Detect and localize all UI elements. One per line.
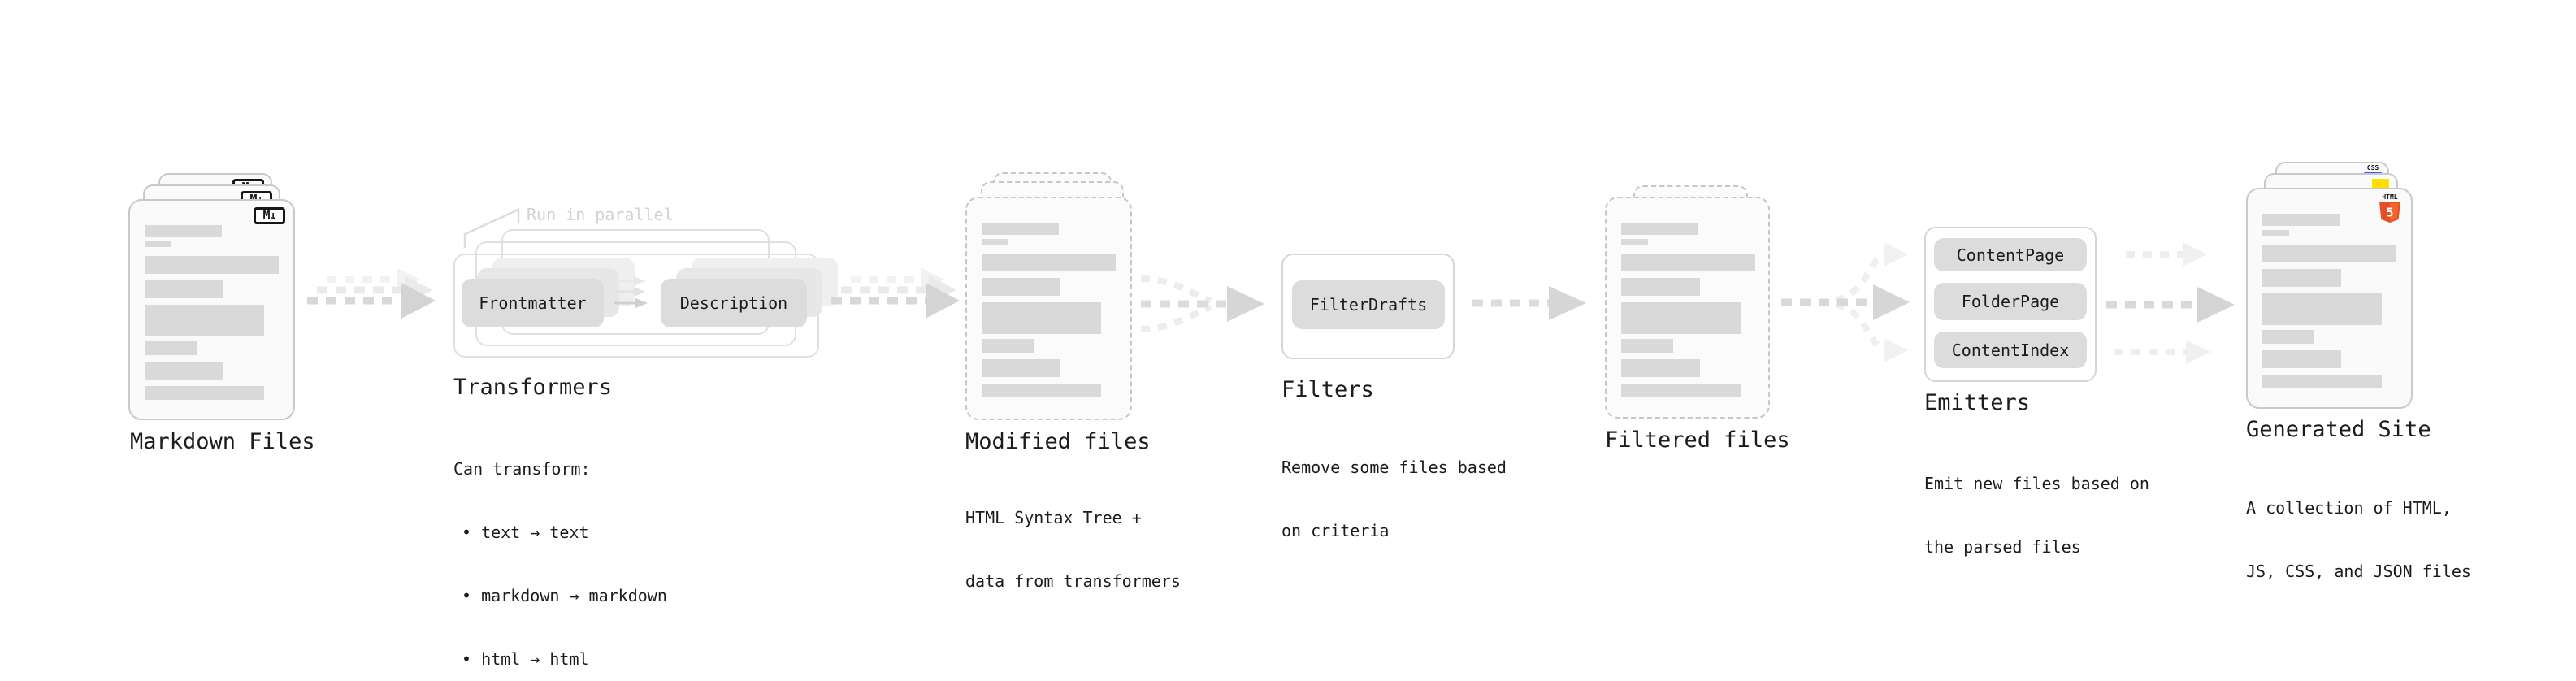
document-skeleton-bars	[1621, 198, 1755, 397]
flow-arrow-markdown-to-transformers	[307, 268, 436, 319]
svg-text:5: 5	[2386, 206, 2393, 220]
transformer-box-frontmatter: Frontmatter	[462, 279, 604, 327]
stage-title-emitters: Emitters	[1924, 390, 2031, 415]
stage-title-filters: Filters	[1281, 377, 1374, 402]
transformer-mini-arrows	[614, 276, 648, 308]
stage-title-transformers: Transformers	[453, 375, 613, 400]
html5-icon-label: HTML	[2382, 193, 2398, 201]
markdown-icon: M↓	[254, 207, 285, 224]
modified-file-card-front	[965, 197, 1132, 420]
transformer-box-description: Description	[661, 279, 807, 327]
transformers-description: Can transform: • text → text • markdown …	[453, 416, 667, 681]
filters-description: Remove some files based on criteria	[1281, 414, 1507, 583]
subtitle-line: Remove some files based	[1281, 458, 1507, 477]
transform-rule: • html → html	[462, 649, 589, 669]
css-icon-label: CSS	[2366, 164, 2379, 171]
emitter-box-contentindex: ContentIndex	[1934, 332, 2087, 368]
document-skeleton-bars	[145, 201, 279, 400]
flow-arrows-emitters-to-site	[2106, 242, 2235, 364]
filtered-file-card-front	[1605, 197, 1770, 419]
document-skeleton-bars	[982, 198, 1116, 397]
subtitle-line: A collection of HTML,	[2246, 498, 2452, 518]
stage-title-filtered-files: Filtered files	[1605, 427, 1790, 453]
document-skeleton-bars	[2262, 189, 2396, 388]
run-in-parallel-note: Run in parallel	[527, 205, 674, 224]
subtitle-line: JS, CSS, and JSON files	[2246, 562, 2471, 581]
transform-rule: • markdown → markdown	[462, 586, 667, 605]
stage-title-markdown-files: Markdown Files	[130, 429, 315, 454]
subtitle-line: HTML Syntax Tree +	[965, 508, 1142, 527]
markdown-file-card-front: M↓	[128, 199, 295, 420]
generated-site-description: A collection of HTML, JS, CSS, and JSON …	[2246, 455, 2471, 624]
modified-files-description: HTML Syntax Tree + data from transformer…	[965, 465, 1181, 634]
js-icon	[2372, 179, 2389, 188]
emitter-box-contentpage: ContentPage	[1934, 238, 2087, 271]
subtitle-line: on criteria	[1281, 521, 1390, 540]
flow-arrow-modified-to-filters-merge	[1140, 275, 1264, 332]
emitter-box-folderpage: FolderPage	[1934, 283, 2087, 320]
site-file-card-html: HTML 5	[2246, 188, 2413, 409]
html5-icon: HTML 5	[2378, 194, 2402, 227]
subtitle-line: the parsed files	[1924, 537, 2081, 557]
stage-title-generated-site: Generated Site	[2246, 417, 2431, 442]
flow-arrow-filters-to-filtered	[1472, 286, 1586, 320]
filter-box-filterdrafts: FilterDrafts	[1292, 280, 1445, 329]
transformers-intro: Can transform:	[453, 459, 591, 479]
transform-rule: • text → text	[462, 523, 589, 542]
stage-title-modified-files: Modified files	[965, 429, 1151, 454]
flow-arrow-filtered-to-emitters-split	[1781, 242, 1910, 362]
note-leader-line	[463, 208, 520, 248]
subtitle-line: Emit new files based on	[1924, 474, 2149, 493]
flow-arrow-transformers-to-modified	[831, 268, 960, 319]
subtitle-line: data from transformers	[965, 571, 1181, 591]
emitters-description: Emit new files based on the parsed files	[1924, 431, 2149, 600]
